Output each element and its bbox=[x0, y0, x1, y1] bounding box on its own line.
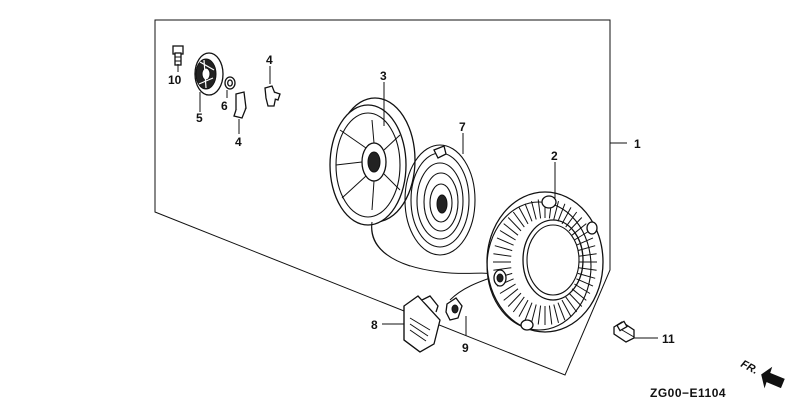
case-fin bbox=[576, 278, 594, 287]
part-4-pawl-upper bbox=[264, 85, 281, 107]
part-4-pawl-lower bbox=[233, 91, 247, 119]
case-fin bbox=[577, 245, 596, 252]
case-fin bbox=[565, 211, 578, 228]
case-fin bbox=[574, 230, 591, 241]
callout-7: 7 bbox=[459, 120, 466, 134]
case-fin bbox=[576, 237, 594, 246]
part-3-reel bbox=[329, 97, 416, 226]
case-fin bbox=[512, 211, 525, 228]
callout-4-lower: 4 bbox=[235, 135, 242, 149]
callout-2: 2 bbox=[551, 149, 558, 163]
case-fin bbox=[577, 272, 596, 279]
case-fin bbox=[568, 217, 583, 232]
callout-5: 5 bbox=[196, 111, 203, 125]
case-fin bbox=[561, 299, 572, 317]
case-fin bbox=[531, 304, 537, 324]
case-fin bbox=[553, 200, 559, 220]
case-fin bbox=[518, 299, 529, 317]
part-9-rope-guide bbox=[445, 297, 463, 321]
case-fin bbox=[524, 302, 533, 321]
case-fin bbox=[557, 302, 566, 321]
callout-11: 11 bbox=[662, 332, 675, 346]
case-fin bbox=[494, 245, 513, 252]
case-fin bbox=[499, 230, 516, 241]
case-fin bbox=[507, 292, 522, 307]
part-10-bolt bbox=[172, 45, 184, 66]
part-6-ring bbox=[224, 76, 236, 90]
case-fin bbox=[503, 223, 519, 236]
case-fin bbox=[531, 200, 537, 220]
case-fin bbox=[548, 305, 553, 325]
callout-9: 9 bbox=[462, 341, 469, 355]
case-fin bbox=[568, 292, 583, 307]
case-fin bbox=[571, 288, 587, 301]
starter-rope bbox=[371, 221, 497, 277]
callout-6: 6 bbox=[221, 99, 228, 113]
case-fin bbox=[493, 253, 512, 257]
callout-3: 3 bbox=[380, 69, 387, 83]
part-5-ratchet bbox=[194, 52, 224, 96]
case-fin bbox=[524, 203, 533, 222]
case-fin bbox=[493, 267, 512, 271]
assembly-outline bbox=[154, 19, 611, 376]
case-fin bbox=[537, 199, 542, 219]
case-fin bbox=[561, 207, 572, 225]
front-direction-label: FR. bbox=[739, 358, 760, 377]
callout-10: 10 bbox=[168, 73, 182, 87]
case-fin bbox=[553, 304, 559, 324]
drawing-code: ZG00−E1104 bbox=[650, 386, 726, 400]
case-fin bbox=[578, 267, 597, 271]
leader-lines bbox=[177, 64, 658, 339]
case-fin bbox=[503, 288, 519, 301]
callout-4-upper: 4 bbox=[266, 53, 273, 67]
part-8-grip bbox=[403, 295, 441, 353]
case-fin bbox=[557, 203, 566, 222]
part-11-bolt bbox=[613, 320, 635, 343]
part-7-spring bbox=[404, 144, 476, 256]
case-fin bbox=[565, 296, 578, 313]
case-fin bbox=[512, 296, 525, 313]
front-direction-arrow: FR. bbox=[739, 358, 785, 389]
case-fin bbox=[507, 217, 522, 232]
case-fin bbox=[571, 223, 587, 236]
part-2-starter-case bbox=[486, 191, 604, 333]
case-fin bbox=[578, 253, 597, 257]
callout-8: 8 bbox=[371, 318, 378, 332]
case-fin bbox=[499, 283, 516, 294]
case-fin bbox=[518, 207, 529, 225]
case-fin bbox=[537, 305, 542, 325]
callout-1: 1 bbox=[634, 137, 641, 151]
case-fin bbox=[496, 237, 514, 246]
case-fin bbox=[574, 283, 591, 294]
